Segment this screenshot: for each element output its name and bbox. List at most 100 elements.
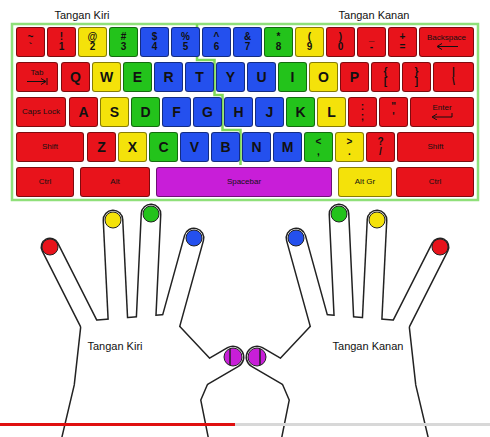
key-label: C [158,140,168,155]
key-label: V [190,140,199,155]
keyboard-key: M [273,132,302,162]
key-label: S [110,105,119,120]
keyboard-key: H [224,97,253,127]
key-label: Tab [31,69,44,77]
keyboard-key: += [388,27,417,57]
keyboard-key: W [92,62,121,92]
key-label: G [202,105,213,120]
keyboard-key: Spacebar [156,167,332,197]
key-label: E [133,70,142,85]
key-label: ; [361,112,364,123]
keyboard-key: *8 [264,27,293,57]
keyboard-key: S [100,97,129,127]
key-arrow [435,43,459,50]
keyboard-key: Ctrl [396,167,474,197]
key-label: A [78,105,88,120]
keyboard-key: R [154,62,183,92]
hand-label: Tangan Kanan [333,340,404,352]
key-label: ! [60,32,63,43]
keyboard-key: Q [61,62,90,92]
key-label: \ [452,77,455,88]
key-label: % [181,32,190,43]
key-label: 6 [214,42,220,53]
key-label: , [317,147,320,158]
keyboard-key: N [242,132,271,162]
keyboard-key: &7 [233,27,262,57]
keyboard-key: _- [357,27,386,57]
key-label: I [291,70,295,85]
key-label: D [140,105,150,120]
keyboard-key: A [69,97,98,127]
key-label: B [220,140,230,155]
keyboard-frame [12,24,478,200]
key-label: Backspace [427,34,466,42]
keyboard-key: Y [216,62,245,92]
key-label: 7 [245,42,251,53]
keyboard-key: |\ [433,62,474,92]
key-arrow [430,113,454,120]
key-label: { [384,67,388,78]
keyboard-key: V [180,132,209,162]
key-label: Alt [110,178,119,186]
key-label: J [266,105,274,120]
keyboard-key: Caps Lock [16,97,66,127]
key-label: @ [88,32,98,43]
key-label: < [316,137,322,148]
keyboard-key: Alt [80,167,150,197]
key-label: $ [152,32,158,43]
key-label: Y [226,70,235,85]
keyboard-key: P [340,62,369,92]
key-label: Ctrl [39,178,51,186]
progress-track [0,423,490,426]
keyboard-key: }] [402,62,431,92]
keyboard-key: @2 [78,27,107,57]
key-label: Caps Lock [22,108,60,116]
keyboard-key: L [317,97,346,127]
key-label: ? [377,137,383,148]
keyboard-key: D [131,97,160,127]
keyboard-key: Shift [16,132,84,162]
key-label: + [400,32,406,43]
key-arrow [25,78,49,85]
key-label: 2 [90,42,96,53]
key-label: Ctrl [429,178,441,186]
keyboard-key: $4 [140,27,169,57]
keyboard-key: #3 [109,27,138,57]
keyboard-key: :; [348,97,377,127]
key-label: * [277,32,281,43]
keyboard-key: Enter [410,97,474,127]
key-label: 4 [152,42,158,53]
key-label: " [391,102,396,113]
key-label: Z [97,140,106,155]
keyboard-key: B [211,132,240,162]
key-label: [ [384,77,387,88]
keyboard-key: X [118,132,147,162]
keyboard-key: F [162,97,191,127]
keyboard-key: Shift [397,132,474,162]
key-label: 5 [183,42,189,53]
key-label: Enter [432,104,451,112]
keyboard-key: C [149,132,178,162]
progress-bar [0,423,235,426]
key-label: Spacebar [227,178,261,186]
hand-label: Tangan Kiri [54,9,109,21]
key-label: . [348,147,351,158]
key-label: ^ [214,32,220,43]
key-label: P [350,70,359,85]
keyboard-key: {[ [371,62,400,92]
key-label: Q [70,70,81,85]
key-label: F [172,105,181,120]
keyboard-key: ~` [16,27,45,57]
key-label: O [318,70,329,85]
keyboard-key: Tab [16,62,58,92]
keyboard-key: >. [335,132,364,162]
key-label: Shift [42,143,58,151]
key-label: H [233,105,243,120]
key-label: 8 [276,42,282,53]
key-label: ~ [28,32,34,43]
key-label: 0 [338,42,344,53]
keyboard-key: Z [87,132,116,162]
keyboard-key: ^6 [202,27,231,57]
key-label: R [163,70,173,85]
keyboard-key: Backspace [419,27,474,57]
